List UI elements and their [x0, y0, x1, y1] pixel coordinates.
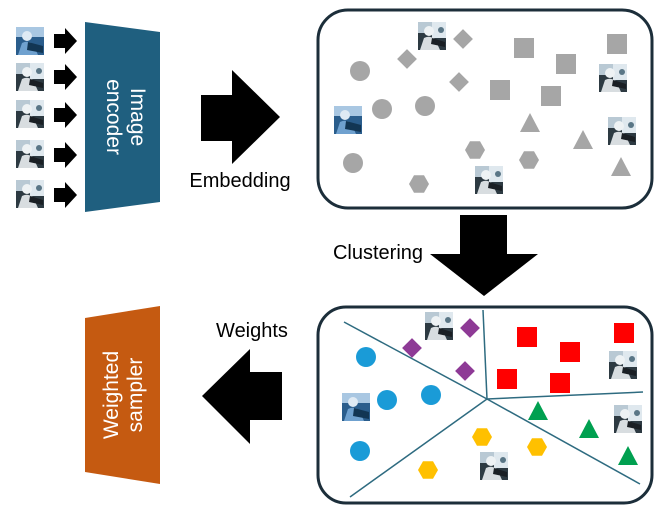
driver-photo-icon: [599, 64, 627, 92]
driver-photo-icon: [334, 106, 362, 134]
arrow-right-icon: [54, 28, 77, 54]
sampler-label-line1: Weighted: [100, 351, 123, 439]
cluster-squares: [497, 323, 634, 393]
driver-photo-icon: [475, 166, 503, 194]
driver-photo-icon: [609, 351, 637, 379]
driver-photo-icon: [614, 405, 642, 433]
driver-photo-icon: [418, 22, 446, 50]
weighted-sampler: Weighted sampler: [85, 306, 160, 484]
driver-photo-icon: [16, 27, 44, 55]
embedding-label: Embedding: [189, 170, 290, 192]
cluster-dividers: [343, 309, 644, 498]
arrow-right-icon: [201, 70, 280, 164]
sampler-label-line2: sampler: [124, 358, 147, 433]
driver-photo-icon: [425, 312, 453, 340]
embedding-space-panel: [316, 8, 654, 210]
cluster-triangles: [528, 401, 638, 465]
arrow-right-icon: [54, 102, 77, 128]
weights-arrow: Weights: [202, 320, 288, 444]
arrow-left-icon: [202, 349, 282, 444]
arrow-right-icon: [54, 142, 77, 168]
embedding-arrow: Embedding: [189, 70, 291, 192]
encoder-label-line1: Image: [126, 88, 149, 146]
clustered-space-panel: [316, 305, 654, 505]
driver-photo-icon: [342, 393, 370, 421]
weights-label: Weights: [216, 320, 288, 342]
input-images: [16, 27, 44, 208]
driver-photo-icon: [16, 140, 44, 168]
driver-photo-icon: [16, 63, 44, 91]
encoder-label-line2: encoder: [102, 79, 125, 155]
clustering-arrow: Clustering: [333, 215, 538, 296]
unclustered-points: [343, 29, 631, 176]
input-arrows: [54, 28, 77, 208]
arrow-right-icon: [54, 64, 77, 90]
cluster-diamonds: [402, 318, 480, 381]
driver-photo-icon: [16, 180, 44, 208]
driver-photo-icon: [16, 100, 44, 128]
cluster-circles: [350, 347, 441, 461]
arrow-right-icon: [54, 182, 77, 208]
clustering-label: Clustering: [333, 242, 423, 264]
driver-photo-icon: [480, 452, 508, 480]
driver-photo-icon: [608, 117, 636, 145]
image-encoder: Image encoder: [85, 22, 160, 212]
